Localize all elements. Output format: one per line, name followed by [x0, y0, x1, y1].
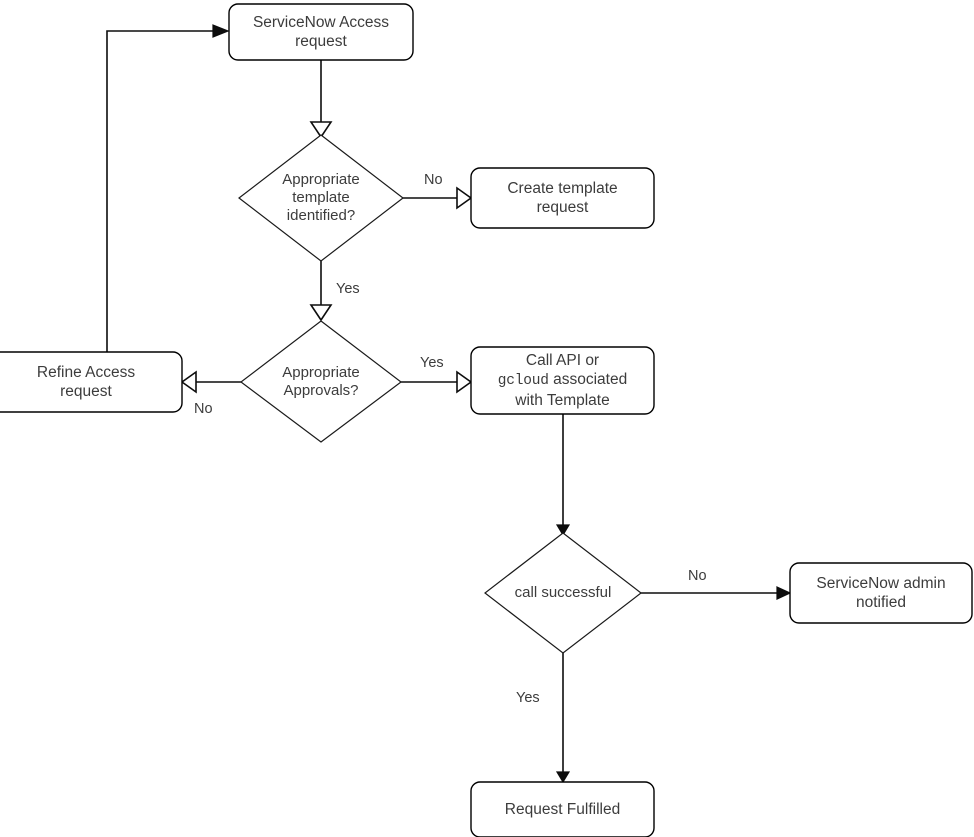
edge-refine-back-to-start	[106, 24, 230, 352]
edge-approvals-no-to-refine	[180, 370, 241, 394]
node-appropriate-template-identified[interactable]	[238, 134, 404, 262]
edge-approvals-yes-to-call	[401, 370, 473, 394]
edge-call-to-successful	[555, 414, 571, 537]
node-call-api-or-gcloud[interactable]	[470, 346, 655, 415]
node-servicenow-admin-notified[interactable]	[789, 562, 973, 624]
edge-start-to-template-decision	[309, 60, 333, 139]
node-servicenow-access-request[interactable]	[228, 3, 414, 61]
node-create-template-request[interactable]	[470, 167, 655, 229]
node-appropriate-approvals[interactable]	[240, 320, 402, 443]
node-call-successful[interactable]	[484, 532, 642, 654]
edge-successful-yes-to-fulfilled	[555, 653, 571, 784]
edge-template-yes-to-approvals	[309, 261, 333, 322]
node-refine-access-request[interactable]	[0, 351, 183, 413]
node-request-fulfilled[interactable]	[470, 781, 655, 837]
edge-template-no-to-create	[403, 186, 473, 210]
edge-successful-no-to-admin	[641, 586, 792, 600]
